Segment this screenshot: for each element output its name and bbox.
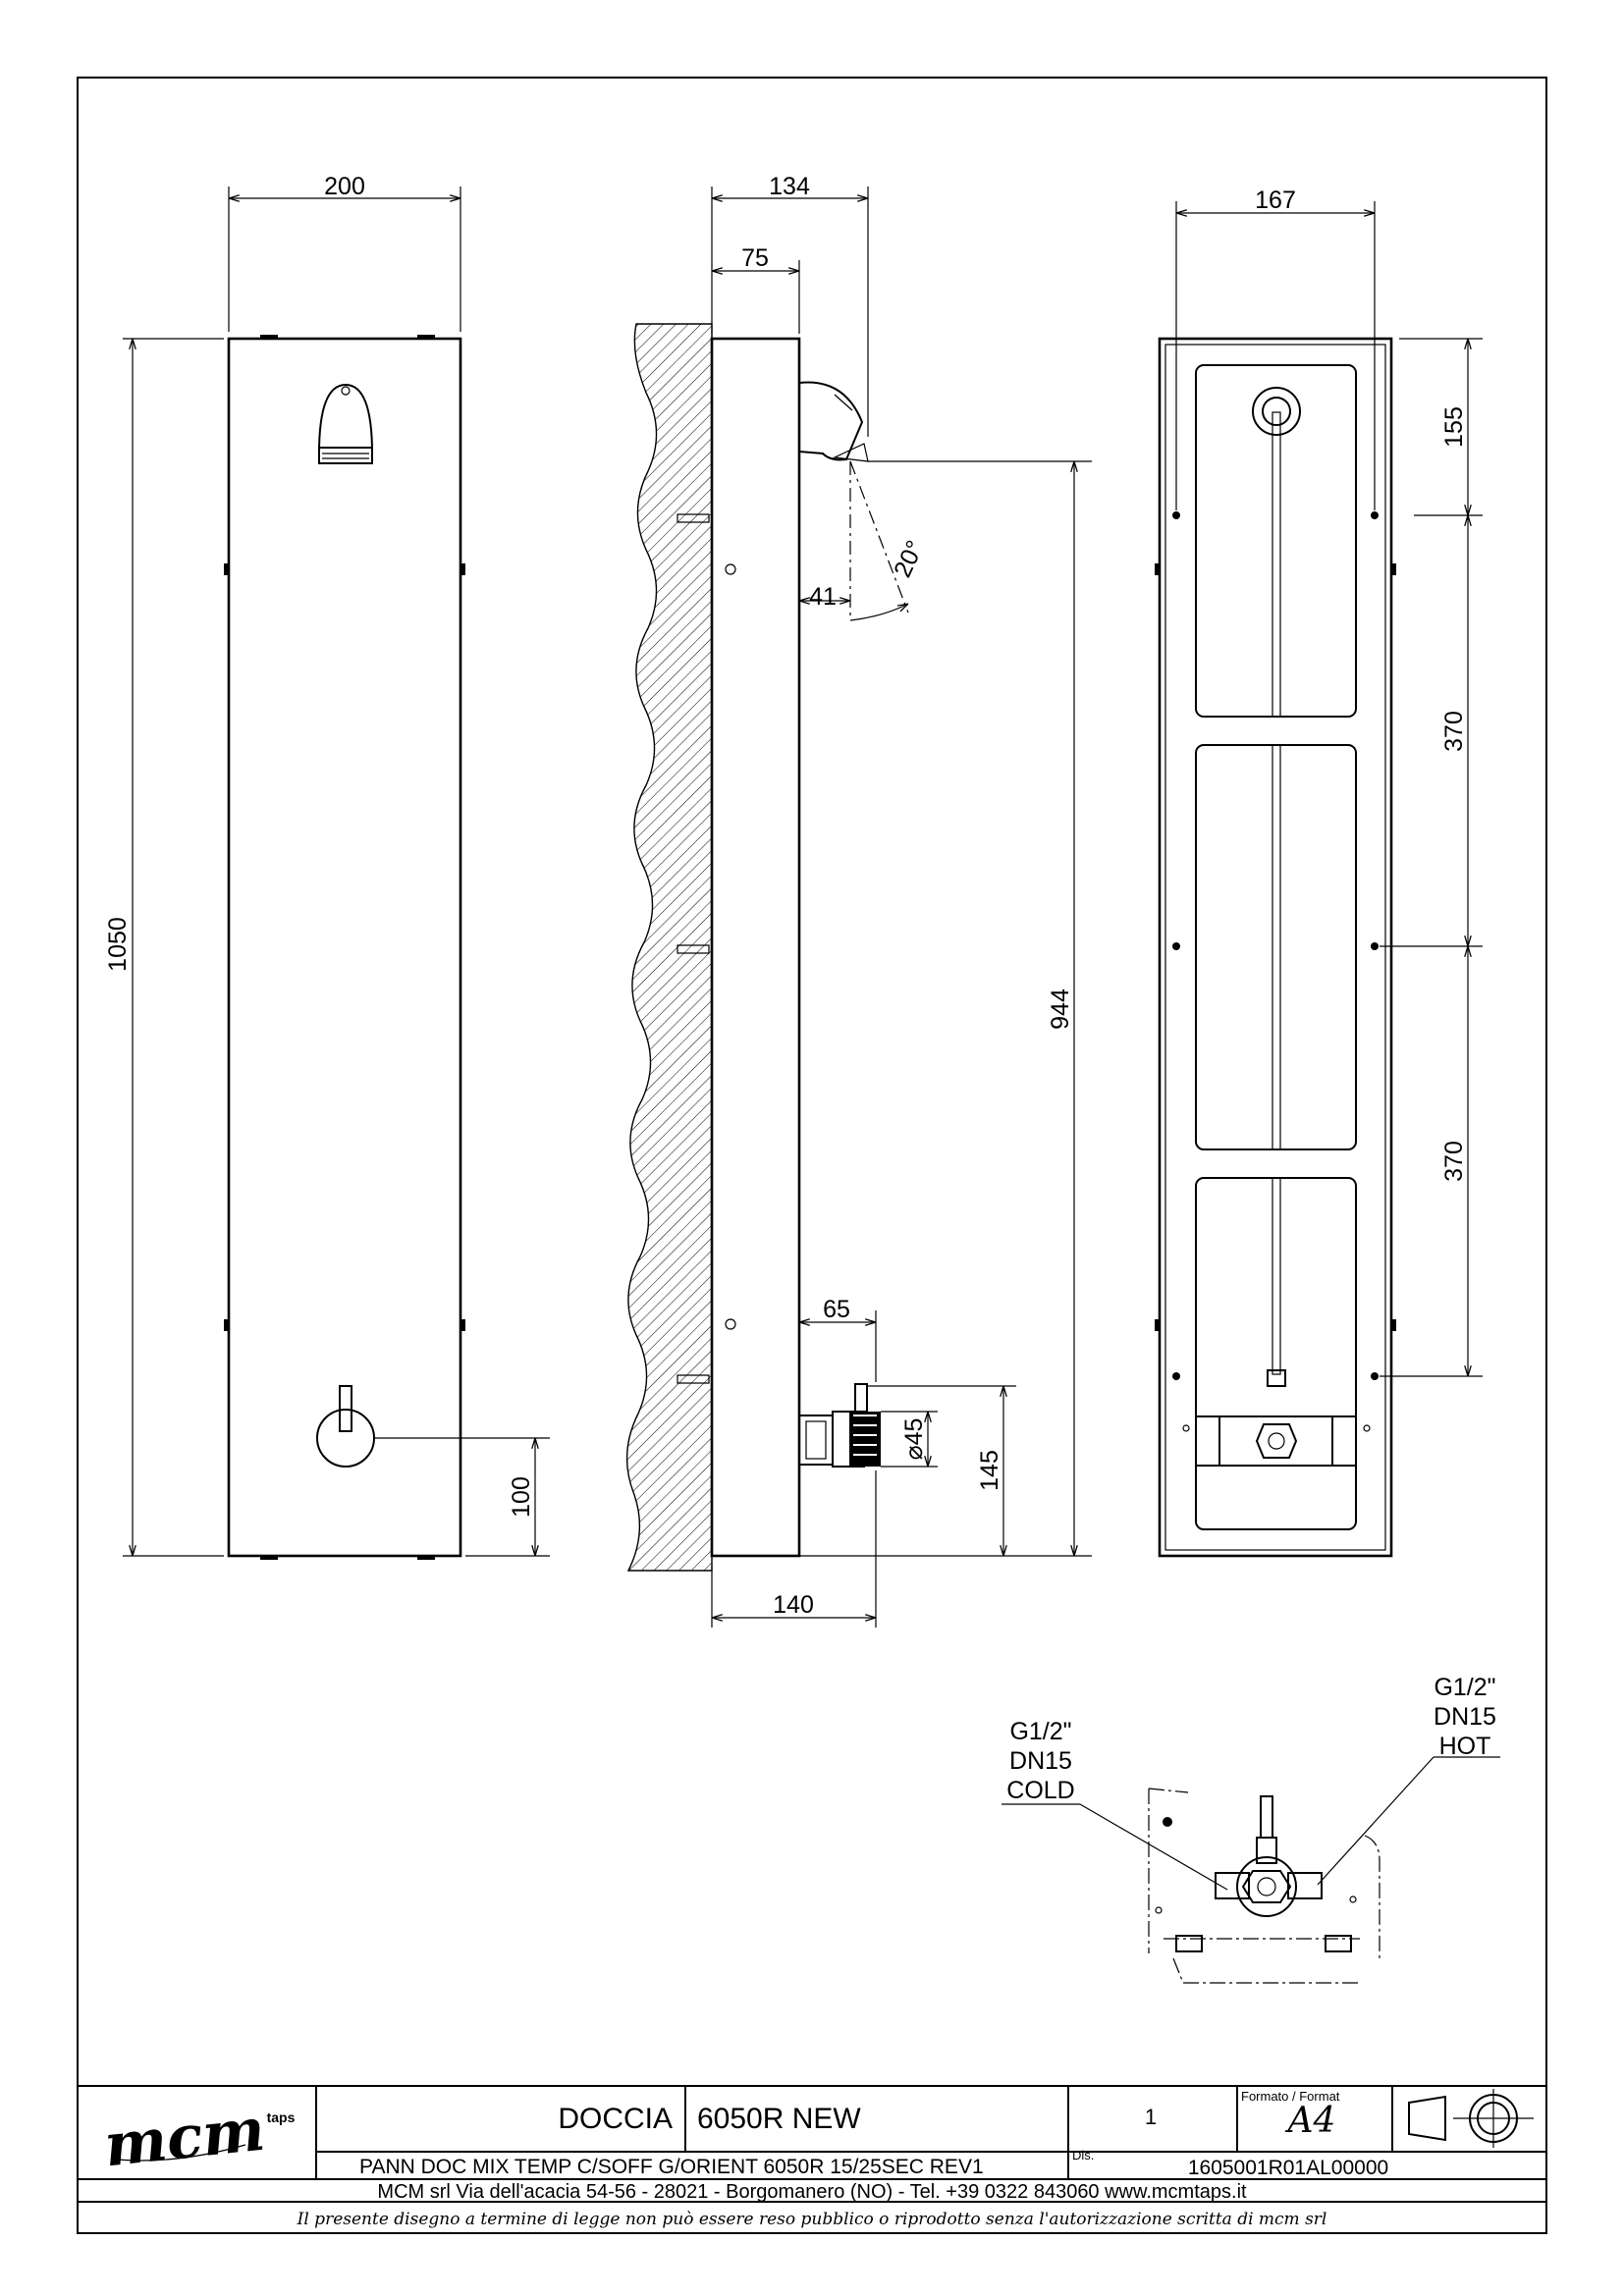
dim-back-seg1: 155 [1440,406,1468,448]
dim-side-valve-height: 145 [976,1450,1003,1491]
title-block: mcm taps DOCCIA 6050R NEW 1 Formato / Fo… [77,2085,1547,2234]
dim-back-seg3: 370 [1440,1141,1468,1182]
wall-anchor-icons [677,513,710,1384]
back-panel-outer [1158,337,1393,1558]
pipe-icon [1252,387,1301,1387]
dim-side-outlet-height: 944 [1047,988,1074,1030]
format-value: A4 [1285,2101,1336,2141]
side-view: 20° 41 134 75 944 [625,173,1092,1628]
cold-label-line3: COLD [1006,1777,1074,1804]
mixing-valve-icon [798,1383,881,1468]
dim-back-seg2: 370 [1440,711,1468,752]
back-compartment-top [1195,364,1357,718]
hot-label-line1: G1/2" [1434,1674,1495,1701]
valve-knob-icon [316,1385,375,1468]
dim-side-valve-depth: 65 [823,1296,850,1323]
back-view: 167 155 370 370 [1155,187,1483,1558]
detail-view: G1/2" DN15 COLD G1/2" DN15 HOT [1001,1674,1500,1984]
format-label: Formato / Format [1241,2089,1340,2104]
dim-side-angle: 20° [889,536,929,581]
back-valve-icon [1182,1415,1371,1467]
dim-side-bottom-depth: 140 [773,1591,814,1619]
dim-front-height: 1050 [104,917,132,972]
dim-side-depth-total: 134 [769,173,810,200]
front-view: 200 1050 100 [104,173,550,1560]
mcm-logo: mcm taps [101,2096,296,2181]
cold-label-line1: G1/2" [1009,1718,1071,1745]
dim-back-width: 167 [1255,187,1296,214]
disclaimer: Il presente disegno a termine di legge n… [297,2210,1327,2229]
detail-valve-icon [1215,1795,1323,1917]
sheet-number: 1 [1145,2105,1157,2129]
dim-front-valve-height: 100 [508,1476,535,1518]
mounting-points [1155,511,1396,1380]
company-info: MCM srl Via dell'acacia 54-56 - 28021 - … [377,2181,1247,2203]
shower-head-icon [318,383,373,464]
dim-side-spray-offset: 41 [809,583,837,611]
hot-label-line3: HOT [1439,1733,1491,1760]
doc-model: 6050R NEW [697,2103,861,2135]
dim-side-depth-panel: 75 [741,244,769,272]
back-compartment-bottom [1195,1177,1357,1530]
dim-side-valve-diameter: ⌀45 [900,1418,928,1461]
drawing-number: 1605001R01AL00000 [1188,2157,1388,2179]
cold-label-line2: DN15 [1009,1747,1072,1775]
spray-head-icon [798,381,869,462]
back-compartment-middle [1195,744,1357,1150]
side-panel [710,337,801,1558]
front-panel [227,337,462,1558]
svg-text:mcm: mcm [101,2096,268,2181]
description: PANN DOC MIX TEMP C/SOFF G/ORIENT 6050R … [359,2156,984,2178]
projection-symbol-icon [1408,2089,1534,2148]
dis-label: Dis. [1072,2148,1094,2163]
dim-front-width: 200 [324,173,365,200]
sheet-border [77,77,1547,2234]
svg-text:taps: taps [267,2109,296,2125]
doc-name: DOCCIA [558,2103,673,2135]
hot-label-line2: DN15 [1434,1703,1496,1731]
wall-hatch [625,323,713,1572]
